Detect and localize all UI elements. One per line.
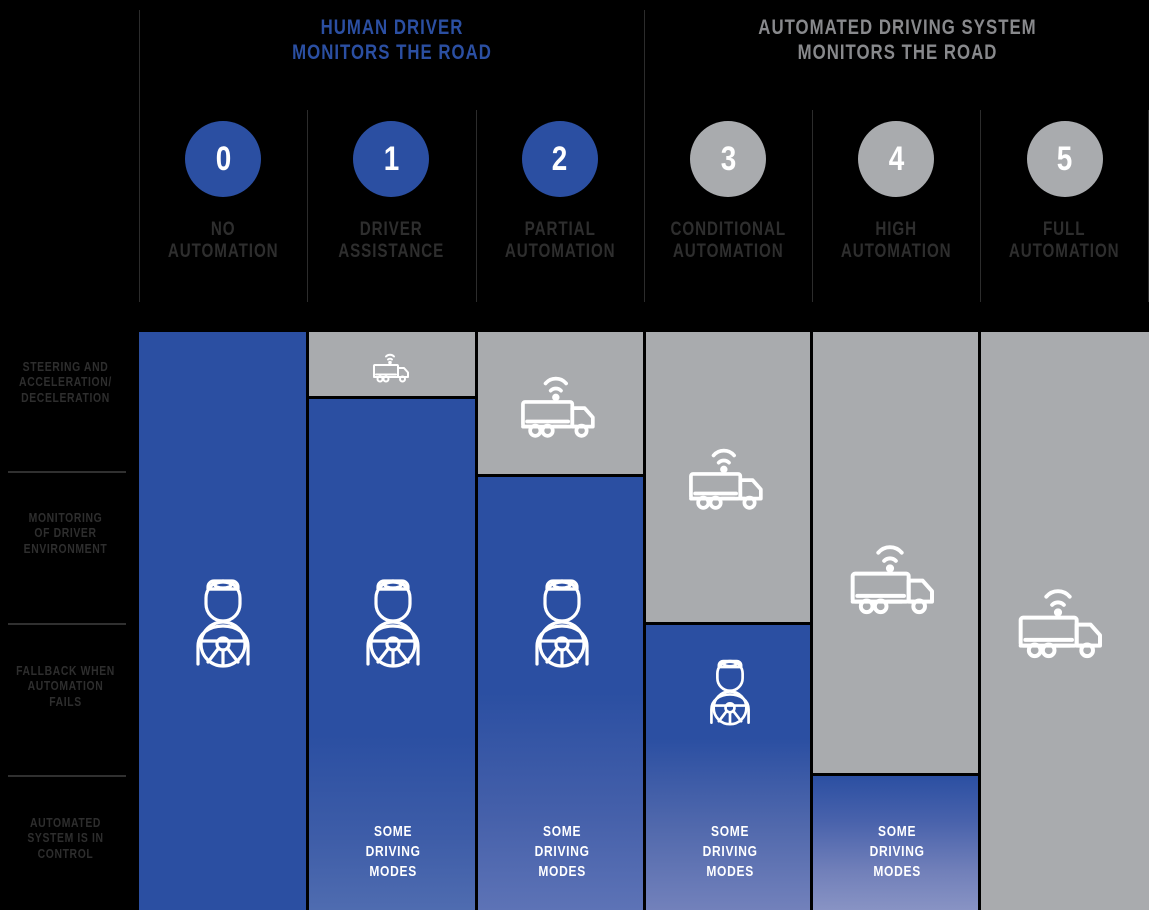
- column-gap-4-5: [978, 332, 981, 910]
- segment-divider-level-4: [813, 773, 982, 776]
- level-number-3: 3: [720, 140, 736, 178]
- level-badge-4: 4: [858, 121, 935, 197]
- level-number-1: 1: [383, 140, 400, 178]
- segment-divider-level-2: [478, 474, 647, 477]
- level-column-3[interactable]: 3 CONDITIONAL AUTOMATION: [644, 110, 812, 302]
- level-column-4[interactable]: 4 HIGH AUTOMATION: [812, 110, 980, 302]
- level-number-4: 4: [888, 140, 905, 178]
- segment-divider-level-3: [646, 622, 815, 625]
- chart-column-level-4[interactable]: SOME DRIVING MODES: [813, 332, 982, 910]
- level-badge-0: 0: [185, 121, 262, 197]
- row-labels-column: STEERING AND ACCELERATION/ DECELERATION …: [0, 332, 139, 910]
- level-number-5: 5: [1056, 140, 1073, 178]
- level-name-3: CONDITIONAL AUTOMATION: [670, 219, 786, 263]
- segment-divider-level-1: [309, 396, 478, 399]
- divider-vertical-left-edge: [139, 10, 140, 302]
- divider-vertical-level-0-1: [307, 110, 308, 302]
- truck-signal-icon-level-5: [981, 572, 1149, 668]
- level-name-5: FULL AUTOMATION: [1009, 219, 1121, 263]
- column-gap-0-1: [306, 332, 309, 910]
- row-divider-1: [8, 471, 126, 473]
- level-number-0: 0: [215, 140, 231, 178]
- level-name-1: DRIVER ASSISTANCE: [338, 219, 445, 263]
- driver-icon-level-0: [139, 570, 307, 670]
- level-badge-5: 5: [1026, 121, 1103, 197]
- row-label-automated-system-control: AUTOMATED SYSTEM IS IN CONTROL: [27, 815, 104, 861]
- divider-vertical-level-4-5: [980, 110, 981, 302]
- some-driving-modes-level-2: SOME DRIVING MODES: [534, 823, 590, 880]
- segment-automation-level-3: [646, 332, 815, 622]
- segment-automation-level-4: [813, 332, 982, 773]
- level-number-2: 2: [551, 140, 568, 178]
- divider-vertical-level-3-4: [812, 110, 813, 302]
- truck-signal-icon-level-4: [813, 528, 981, 624]
- driver-icon-level-2: [478, 570, 646, 670]
- segment-human-level-4: [813, 776, 982, 910]
- segment-automation-level-5: [981, 332, 1149, 910]
- row-label-monitoring-environment: MONITORING OF DRIVER ENVIRONMENT: [23, 510, 108, 556]
- chart-column-level-0[interactable]: [139, 332, 308, 910]
- chart-column-level-5[interactable]: [981, 332, 1149, 910]
- header-automated-driving-system: AUTOMATED DRIVING SYSTEM MONITORS THE RO…: [646, 16, 1149, 66]
- header-ads-line1: AUTOMATED DRIVING SYSTEM: [758, 16, 1037, 39]
- some-driving-modes-level-1: SOME DRIVING MODES: [365, 823, 421, 880]
- level-badge-2: 2: [521, 121, 598, 197]
- divider-vertical-center: [644, 10, 645, 302]
- row-label-steering-acceleration: STEERING AND ACCELERATION/ DECELERATION: [19, 359, 112, 405]
- column-gap-2-3: [643, 332, 646, 910]
- chart-column-level-3[interactable]: SOME DRIVING MODES: [646, 332, 815, 910]
- header-human-driver-line2: MONITORS THE ROAD: [292, 40, 492, 64]
- divider-vertical-level-1-2: [476, 110, 477, 302]
- level-badge-3: 3: [690, 121, 767, 197]
- segment-human-level-2: [478, 477, 647, 910]
- truck-signal-icon-level-3: [646, 428, 814, 524]
- truck-signal-icon-level-2: [478, 356, 646, 452]
- row-divider-3: [8, 775, 126, 777]
- level-name-2: PARTIAL AUTOMATION: [504, 219, 616, 263]
- header-human-driver-line1: HUMAN DRIVER: [320, 16, 464, 39]
- automation-bar-chart: SOME DRIVING MODES: [139, 332, 1149, 910]
- row-label-fallback: FALLBACK WHEN AUTOMATION FAILS: [16, 663, 115, 709]
- segment-human-level-3: [646, 625, 815, 910]
- truck-signal-icon-level-1: [309, 344, 477, 388]
- column-gap-1-2: [475, 332, 478, 910]
- levels-row: 0 NO AUTOMATION 1 DRIVER ASSISTANCE 2 PA…: [139, 110, 1149, 302]
- level-column-0[interactable]: 0 NO AUTOMATION: [139, 110, 307, 302]
- header-ads-line2: MONITORS THE ROAD: [797, 40, 998, 64]
- column-gap-3-4: [810, 332, 813, 910]
- row-divider-2: [8, 623, 126, 625]
- some-driving-modes-level-4: SOME DRIVING MODES: [869, 823, 925, 880]
- driver-icon-level-1: [309, 570, 477, 670]
- some-driving-modes-level-3: SOME DRIVING MODES: [702, 823, 758, 880]
- level-column-2[interactable]: 2 PARTIAL AUTOMATION: [476, 110, 644, 302]
- level-badge-1: 1: [353, 121, 430, 197]
- header-human-driver: HUMAN DRIVER MONITORS THE ROAD: [139, 16, 645, 66]
- level-column-1[interactable]: 1 DRIVER ASSISTANCE: [307, 110, 475, 302]
- chart-column-level-1[interactable]: SOME DRIVING MODES: [309, 332, 478, 910]
- chart-column-level-2[interactable]: SOME DRIVING MODES: [478, 332, 647, 910]
- level-name-0: NO AUTOMATION: [167, 219, 279, 263]
- level-column-5[interactable]: 5 FULL AUTOMATION: [980, 110, 1148, 302]
- level-name-4: HIGH AUTOMATION: [840, 219, 952, 263]
- driver-icon-level-3: [646, 654, 814, 726]
